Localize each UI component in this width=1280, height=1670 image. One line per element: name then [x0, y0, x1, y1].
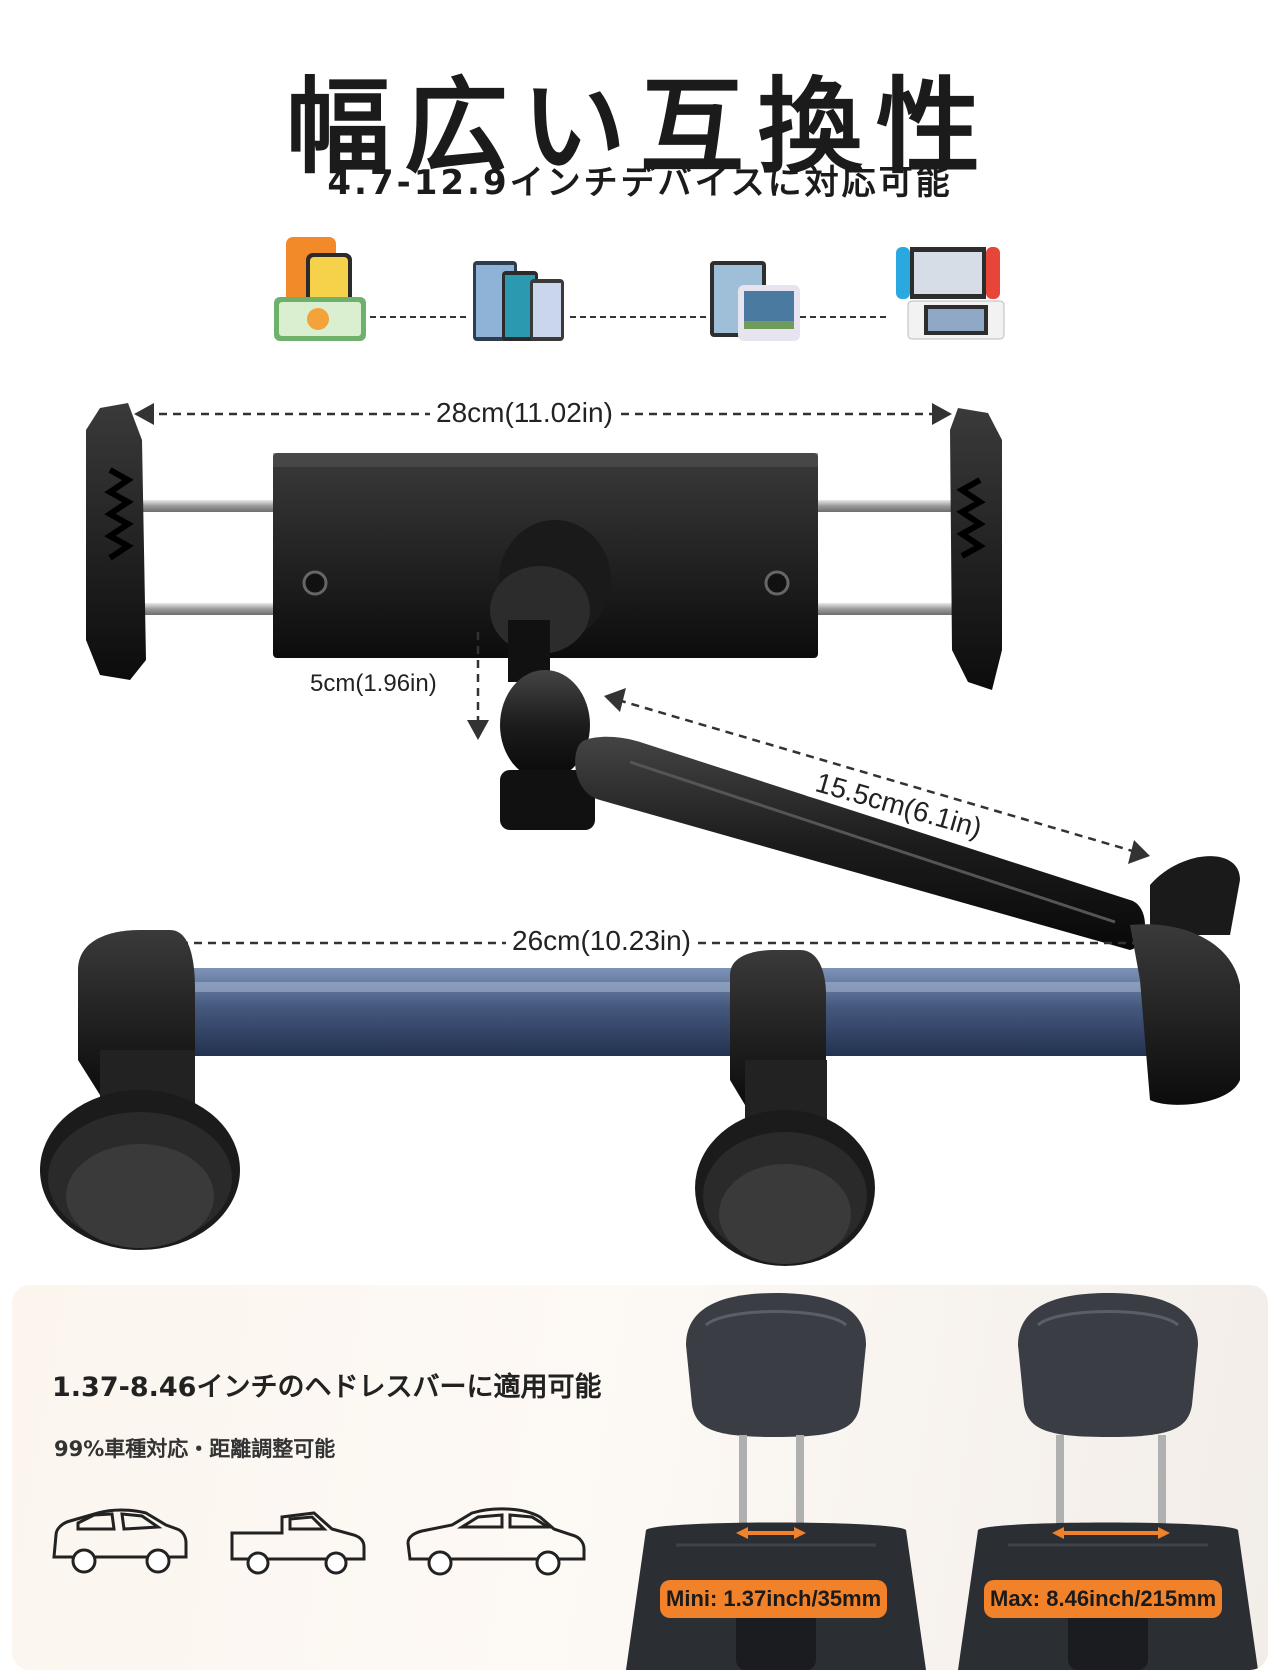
arrow-up-left-icon — [604, 688, 626, 712]
vehicle-types — [52, 1507, 586, 1576]
min-size-badge: Mini: 1.37inch/35mm — [660, 1580, 888, 1618]
handheld-game-console-icon — [710, 261, 800, 341]
bar-length-label: 26cm(10.23in) — [506, 925, 697, 957]
device-row — [274, 237, 1005, 341]
nintendo-switch-icon — [896, 247, 1005, 340]
smartphones-icon — [274, 237, 366, 341]
arrow-right-icon — [932, 403, 952, 425]
tablets-icon — [473, 261, 564, 341]
max-size-badge: Max: 8.46inch/215mm — [984, 1580, 1223, 1618]
clamp-width-label: 28cm(11.02in) — [430, 397, 619, 429]
page-title: 幅広い互換性 — [285, 66, 994, 188]
headrest-heading: 1.37-8.46インチのヘドレスバーに適用可能 — [52, 1372, 602, 1403]
headrest-bar — [120, 924, 1240, 1105]
left-adjust-knob[interactable] — [40, 1090, 240, 1250]
right-clamp-jaw — [950, 408, 1002, 690]
mount-illustration — [40, 403, 1240, 1266]
sedan-car-icon — [406, 1507, 586, 1576]
headrest-subheading: 99%車種対応・距離調整可能 — [54, 1437, 336, 1461]
extension-arm — [500, 670, 1240, 950]
arrow-left-icon — [134, 403, 154, 425]
ball-joint — [490, 520, 611, 682]
clamp-height-label: 5cm(1.96in) — [304, 670, 443, 698]
arrow-down-right-icon — [1128, 840, 1150, 864]
hatchback-car-icon — [52, 1508, 188, 1574]
page-subtitle: 4.7-12.9インチデバイスに対応可能 — [327, 163, 953, 203]
arrow-down-icon — [467, 720, 489, 740]
middle-adjust-knob[interactable] — [695, 1110, 875, 1266]
pickup-truck-icon — [230, 1511, 366, 1575]
headrest-compatibility-panel: 1.37-8.46インチのヘドレスバーに適用可能 99%車種対応・距離調整可能 — [12, 1285, 1268, 1670]
left-clamp-jaw — [86, 403, 146, 680]
arm-length-dimension — [617, 698, 1137, 854]
